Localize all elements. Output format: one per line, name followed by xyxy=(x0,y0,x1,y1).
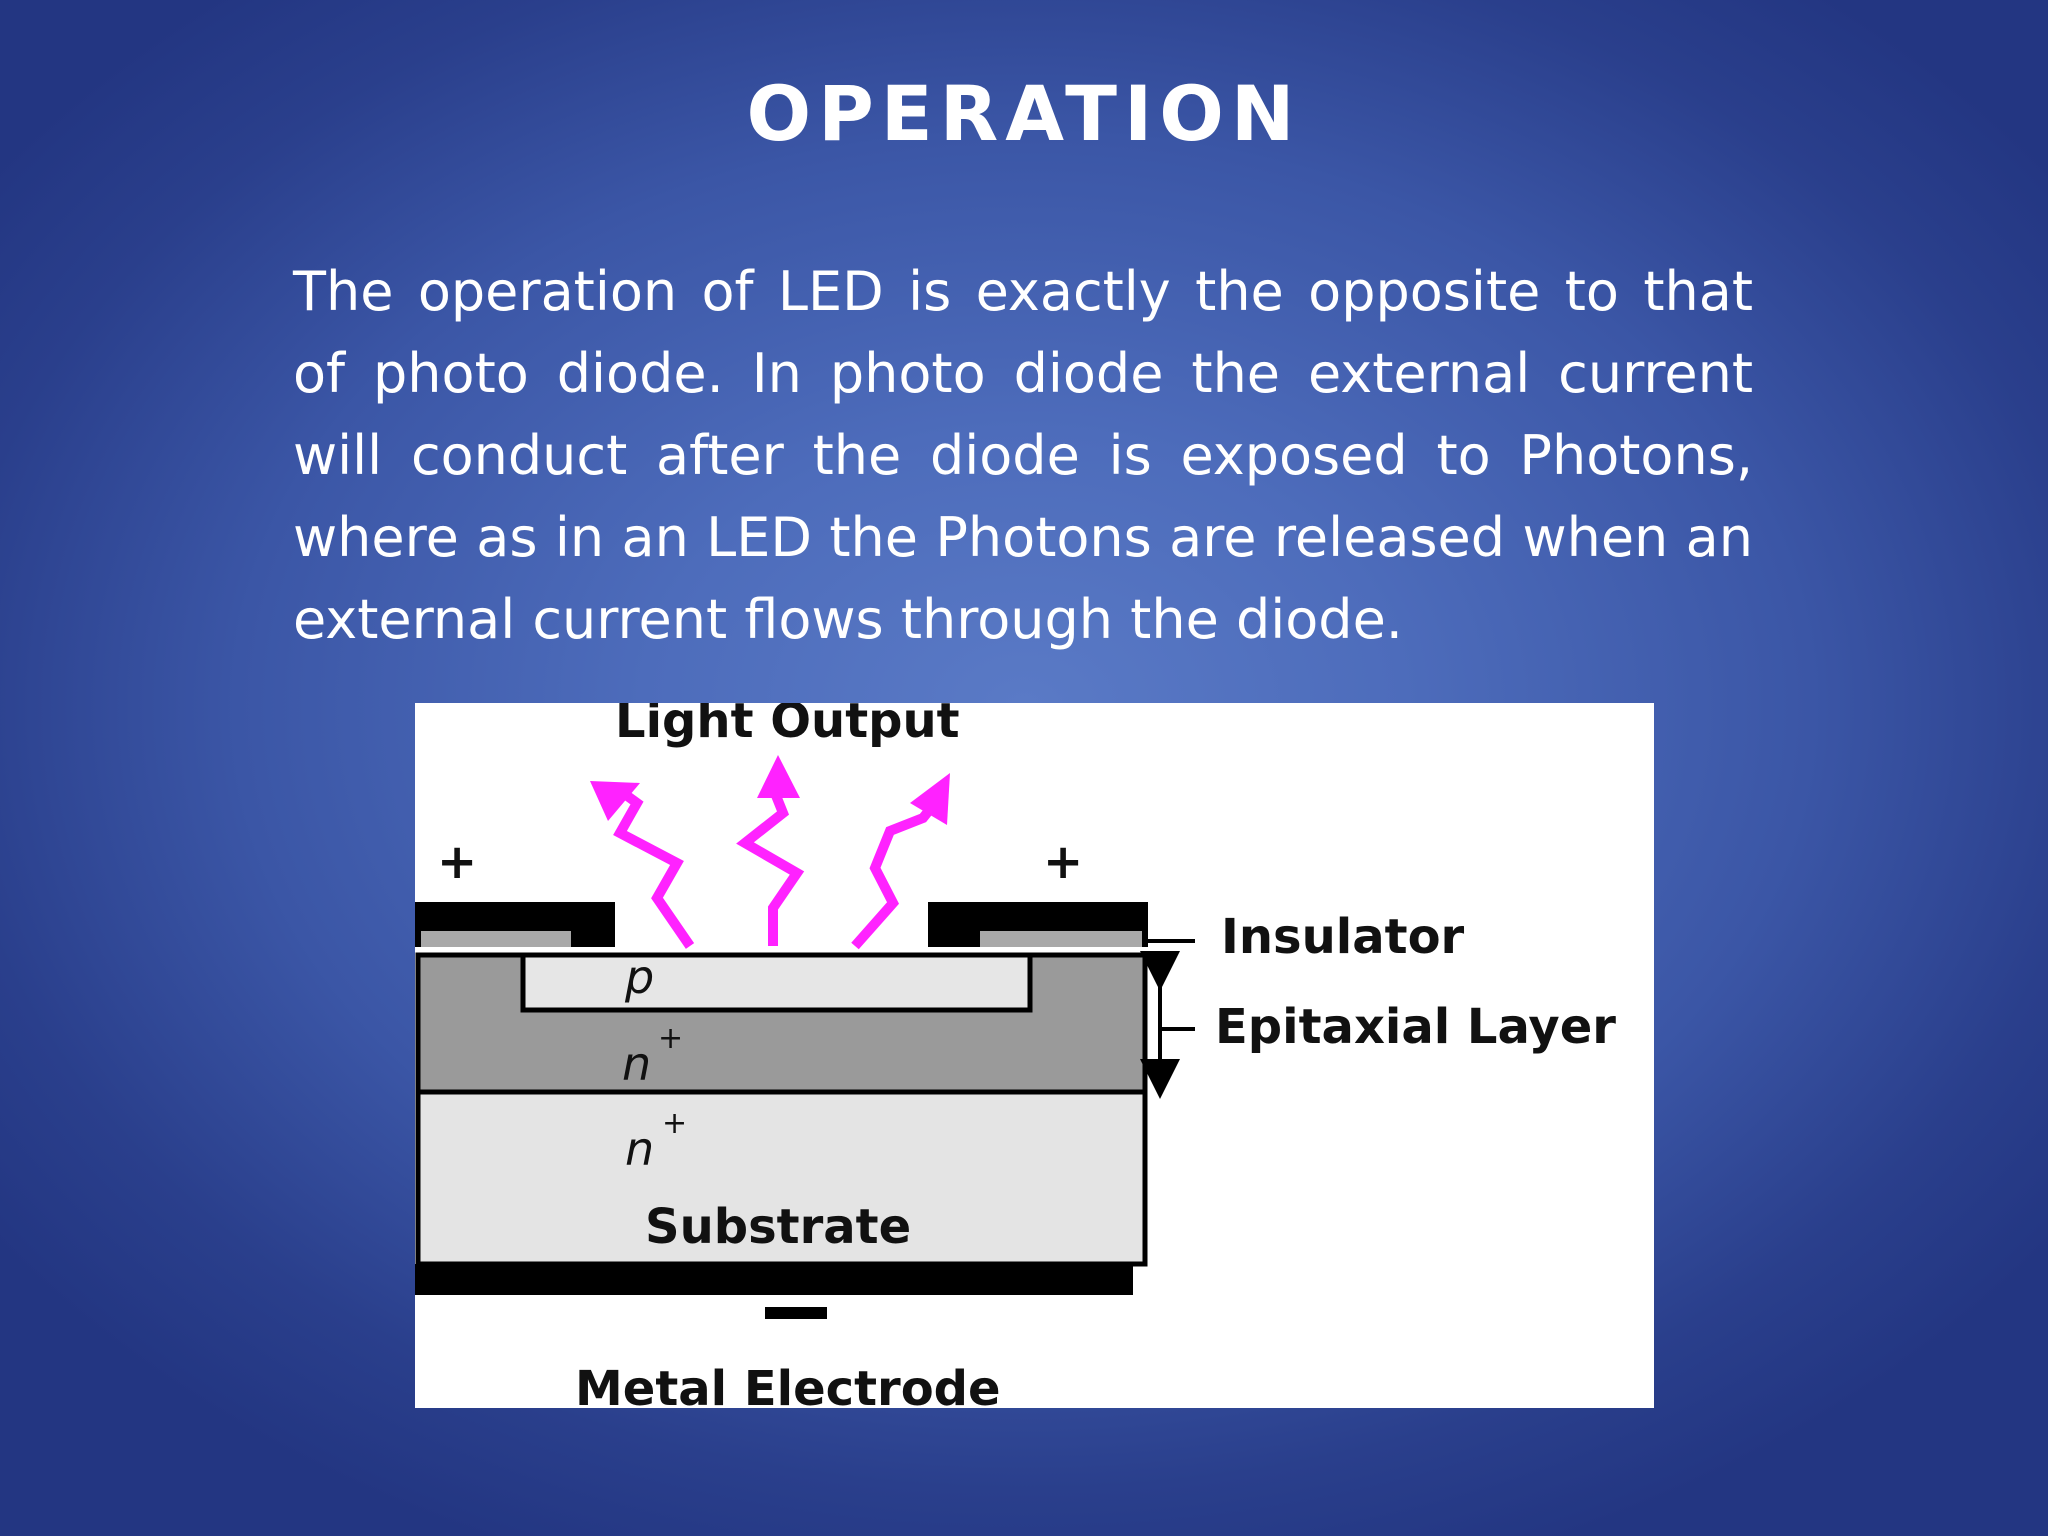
p-region xyxy=(520,952,1033,1013)
right-insulator-strip xyxy=(980,931,1142,947)
slide-title: OPERATION xyxy=(746,69,1302,158)
n-plus-lower-label: n xyxy=(625,1122,654,1176)
p-region-label: p xyxy=(624,950,654,1004)
light-output-label: Light Output xyxy=(615,703,960,749)
left-insulator-strip xyxy=(421,931,571,947)
photon-arrowhead-left xyxy=(590,781,640,821)
photon-arrows xyxy=(590,755,950,950)
led-structure-diagram: Light Output + + p n + n + Subs xyxy=(415,703,1654,1408)
n-plus-upper-label: n xyxy=(622,1037,651,1091)
slide-body-text: The operation of LED is exactly the oppo… xyxy=(293,260,1753,651)
photon-arrow-left xyxy=(612,782,695,949)
epitaxial-layer-label: Epitaxial Layer xyxy=(1215,999,1616,1055)
metal-electrode-label: Metal Electrode xyxy=(575,1361,1001,1408)
substrate-label: Substrate xyxy=(645,1199,911,1255)
photon-arrow-center xyxy=(736,791,805,946)
insulator-label: Insulator xyxy=(1221,909,1465,965)
minus-sign xyxy=(765,1307,827,1319)
photon-arrowhead-center xyxy=(757,755,800,798)
bottom-metal-electrode xyxy=(415,1264,1133,1295)
photon-arrowhead-right xyxy=(910,773,950,825)
photon-arrow-right xyxy=(851,799,939,950)
n-plus-lower-superscript: + xyxy=(662,1106,687,1141)
plus-sign-right: + xyxy=(1043,834,1083,890)
plus-sign-left: + xyxy=(437,834,477,890)
n-plus-upper-superscript: + xyxy=(658,1021,683,1056)
